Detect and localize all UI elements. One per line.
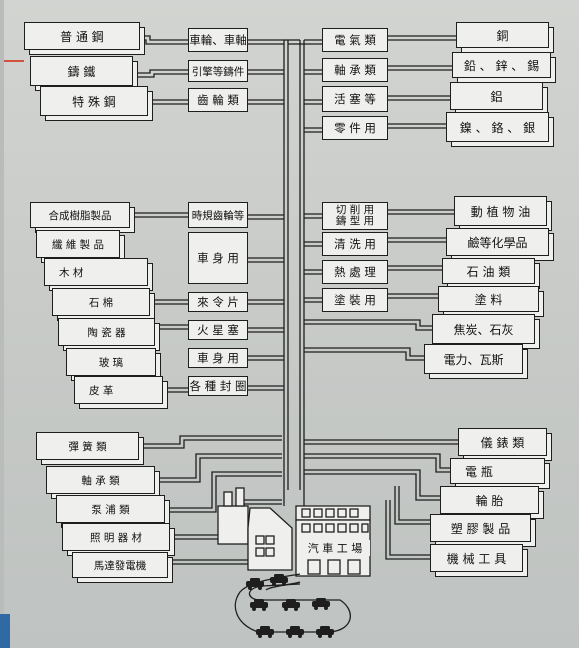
- part-box: 塑 膠 製 品: [430, 514, 531, 542]
- usage-box: 車 身 用: [188, 232, 248, 284]
- material-box: 玻 璃: [66, 348, 156, 376]
- part-box: 照 明 器 材: [62, 523, 170, 551]
- usage-box: 齒 輪 類: [188, 88, 248, 112]
- part-box: 馬達發電機: [72, 552, 168, 578]
- usage-box: 時規齒輪等: [188, 202, 248, 228]
- material-box: 合成樹脂製品: [30, 202, 130, 228]
- part-box: 電 瓶: [450, 458, 545, 484]
- material-box: 動 植 物 油: [454, 196, 547, 226]
- usage-box: 車 身 用: [188, 348, 248, 368]
- usage-box: 來 令 片: [188, 292, 248, 312]
- part-label: 電 瓶: [465, 463, 493, 480]
- material-label: 皮 革: [89, 383, 113, 398]
- material-box: 普 通 鋼: [24, 22, 140, 50]
- material-box: 鉛 、 鋅 、 錫: [452, 52, 551, 78]
- material-box: 鑄 鐵: [30, 56, 133, 86]
- material-box: 鎳 、 鉻 、 銀: [446, 112, 549, 142]
- material-box: 石 棉: [52, 288, 150, 316]
- usage-box: 零 件 用: [322, 116, 388, 140]
- usage-box: 塗 裝 用: [322, 288, 388, 312]
- part-box: 軸 承 類: [46, 466, 155, 494]
- usage-box: 軸 承 類: [322, 58, 388, 82]
- material-box: 鹼等化學品: [446, 228, 549, 256]
- usage-box: 電 氣 類: [322, 28, 388, 52]
- material-box: 塗 料: [438, 286, 539, 312]
- material-box: 特 殊 鋼: [40, 86, 148, 116]
- part-box: 儀 錶 類: [458, 428, 547, 456]
- usage-label: 鑄 型 用: [336, 216, 374, 227]
- material-box: 鋁: [450, 82, 543, 110]
- usage-box: 車輪、車軸: [188, 28, 248, 52]
- factory-label: 汽 車 工 場: [300, 540, 370, 556]
- usage-box: 切 削 用鑄 型 用: [322, 202, 388, 230]
- part-box: 機 械 工 具: [430, 544, 523, 572]
- usage-box: 火 星 塞: [188, 320, 248, 340]
- usage-box: 活 塞 等: [322, 86, 388, 112]
- usage-box: 熱 處 理: [322, 260, 388, 284]
- part-box: 泵 浦 類: [56, 495, 165, 523]
- usage-box: 引擎等鑄件: [188, 60, 248, 82]
- material-box: 陶 瓷 器: [58, 318, 155, 346]
- material-box: 纖 維 製 品: [36, 230, 120, 258]
- part-box: 輪 胎: [440, 486, 539, 514]
- part-box: 彈 簧 類: [36, 432, 139, 460]
- material-box: 木 材: [44, 258, 148, 286]
- factory-icon: [218, 488, 370, 576]
- material-box: 電力、瓦斯: [424, 344, 523, 374]
- material-label: 木 材: [59, 265, 83, 280]
- material-box: 焦炭、石灰: [432, 314, 535, 344]
- usage-box: 各 種 封 圈: [188, 376, 248, 396]
- material-box: 銅: [456, 22, 549, 48]
- usage-box: 清 洗 用: [322, 232, 388, 256]
- material-box: 皮 革: [74, 376, 163, 404]
- material-box: 石 油 類: [442, 258, 535, 284]
